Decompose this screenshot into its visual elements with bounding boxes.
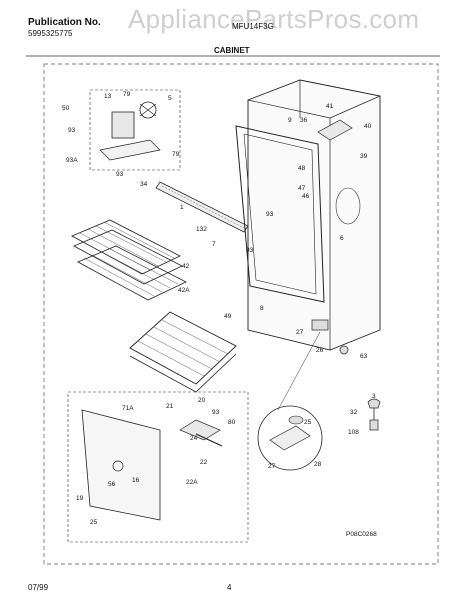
callout-36: 36 [300, 117, 308, 124]
callout-47: 47 [298, 185, 306, 192]
callout-41: 41 [326, 103, 334, 110]
callout-22: 22 [200, 459, 208, 466]
section-title: CABINET [214, 46, 250, 55]
callout-42a: 42A [178, 287, 190, 294]
callout-9: 9 [288, 117, 292, 124]
callout-25: 25 [90, 519, 98, 526]
callout-3: 3 [372, 393, 376, 400]
callout-19: 19 [76, 495, 84, 502]
callout-5: 5 [168, 95, 172, 102]
callout-40: 40 [364, 123, 372, 130]
footer-date: 07/99 [28, 583, 49, 592]
wire-shelves [71, 219, 187, 301]
callout-27: 27 [296, 329, 304, 336]
callout-49: 49 [224, 313, 232, 320]
shelf-rail [155, 181, 249, 233]
diagram-frame [43, 63, 439, 565]
callout-42: 42 [182, 263, 190, 270]
leg-detail-circle [257, 405, 323, 471]
callout-26: 26 [316, 347, 324, 354]
freezer-basket [129, 311, 237, 393]
callout-28: 28 [314, 461, 322, 468]
callout-labels: 13 79 5 50 93 93A 79 93 34 1 132 7 42 42… [62, 91, 377, 538]
callout-48: 48 [298, 165, 306, 172]
callout-8: 8 [260, 305, 264, 312]
callout-93-lower: 93 [116, 171, 124, 178]
fan-motor-assembly [89, 89, 181, 171]
diagram-code: P08C0268 [346, 531, 377, 538]
callout-39: 39 [360, 153, 368, 160]
publication-number: 5995325775 [28, 29, 73, 38]
callout-34: 34 [140, 181, 148, 188]
watermark: AppliancePartsPros.com [128, 4, 420, 34]
callout-93-frame: 93 [266, 211, 274, 218]
callout-56: 56 [108, 481, 116, 488]
callout-50: 50 [62, 105, 70, 112]
callout-13: 13 [104, 93, 112, 100]
publication-label: Publication No. [28, 17, 101, 28]
callout-132: 132 [196, 226, 207, 233]
callout-21: 21 [166, 403, 174, 410]
control-cover-inset [67, 391, 249, 543]
callout-16: 16 [132, 477, 140, 484]
callout-93-side: 93 [246, 247, 254, 254]
callout-27-detail: 27 [268, 463, 276, 470]
callout-20: 20 [198, 397, 206, 404]
callout-46: 46 [302, 193, 310, 200]
callout-24: 24 [190, 435, 198, 442]
model-number: MFU14F3G [232, 22, 274, 31]
callout-108: 108 [348, 429, 359, 436]
callout-93a: 93A [66, 157, 78, 164]
callout-22a: 22A [186, 479, 198, 486]
callout-93-control: 93 [212, 409, 220, 416]
callout-25-detail: 25 [304, 419, 312, 426]
callout-1: 1 [180, 204, 184, 211]
leveling-foot [367, 398, 381, 431]
callout-32: 32 [350, 409, 358, 416]
callout-93: 93 [68, 127, 76, 134]
callout-63: 63 [360, 353, 368, 360]
callout-71a: 71A [122, 405, 134, 412]
cabinet-body [235, 79, 381, 351]
leveling-leg-parts [277, 319, 349, 411]
callout-79: 79 [123, 91, 131, 98]
callout-80: 80 [228, 419, 236, 426]
callout-79-lower: 79 [172, 151, 180, 158]
callout-6: 6 [340, 235, 344, 242]
footer-page-number: 4 [227, 583, 232, 592]
callout-7: 7 [212, 241, 216, 248]
